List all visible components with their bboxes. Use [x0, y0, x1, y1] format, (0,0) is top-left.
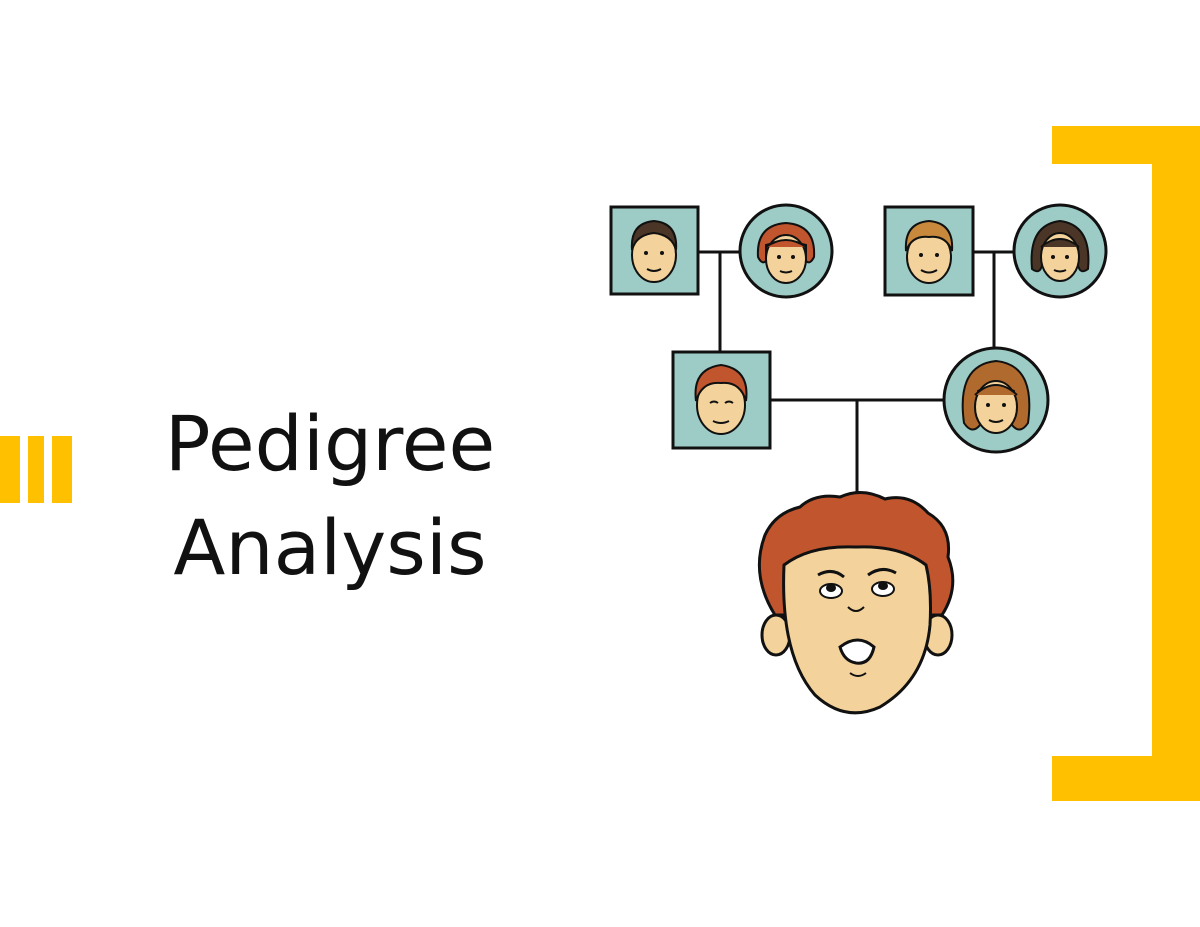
- paternal-grandmother-symbol: [738, 203, 834, 299]
- grandmother-face-icon: [1030, 219, 1090, 282]
- father-face-icon: [694, 363, 748, 435]
- grandmother-face-icon: [756, 221, 816, 284]
- accent-bar: [52, 436, 72, 503]
- slide-title: Pedigree Analysis: [120, 392, 540, 600]
- title-line-2: Analysis: [173, 503, 487, 592]
- right-bracket: [1052, 126, 1200, 801]
- left-accent-bars: [0, 436, 72, 503]
- accent-bar: [0, 436, 20, 503]
- child-confused-face-icon: [757, 491, 955, 715]
- bracket-vertical: [1152, 126, 1200, 801]
- grandfather-face-icon: [904, 219, 954, 284]
- pedigree-lines: [698, 250, 1014, 495]
- pedigree-chart: [609, 203, 1108, 715]
- bracket-bottom: [1052, 756, 1200, 801]
- maternal-grandmother-symbol: [1012, 203, 1108, 299]
- title-line-1: Pedigree: [164, 399, 496, 488]
- grandfather-face-icon: [630, 219, 678, 283]
- father-symbol: [671, 350, 772, 450]
- maternal-grandfather-symbol: [883, 205, 975, 297]
- accent-bar: [28, 436, 44, 503]
- mother-face-icon: [961, 359, 1031, 434]
- paternal-grandfather-symbol: [609, 205, 700, 296]
- mother-symbol: [942, 346, 1050, 454]
